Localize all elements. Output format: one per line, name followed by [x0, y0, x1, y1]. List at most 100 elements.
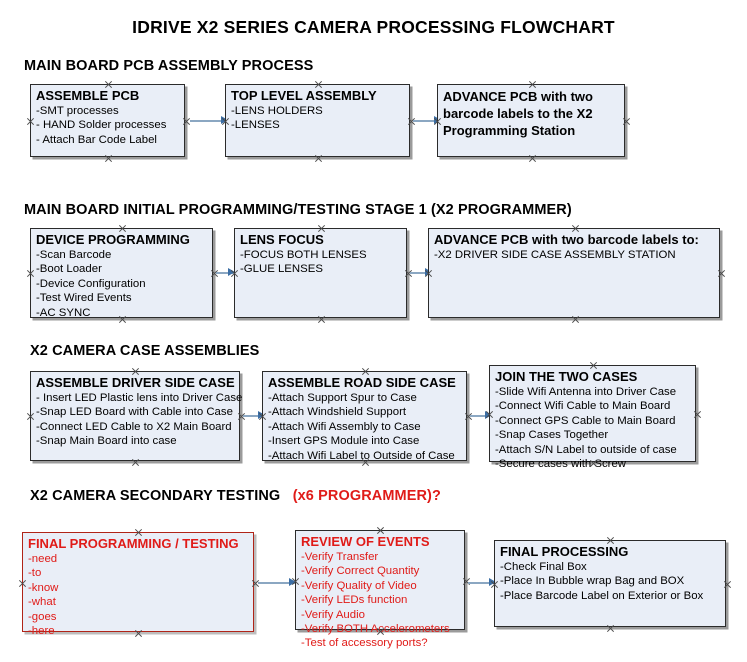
- node-title: ADVANCE PCB with two barcode labels to:: [434, 232, 699, 247]
- node-title: REVIEW OF EVENTS: [301, 534, 430, 549]
- list-item: -Snap Cases Together: [495, 429, 609, 442]
- node-title: ASSEMBLE ROAD SIDE CASE: [268, 375, 456, 390]
- connector-handle-bottom[interactable]: [131, 458, 140, 467]
- node-assemble-pcb[interactable]: ASSEMBLE PCB -SMT processes - HAND Solde…: [30, 84, 185, 157]
- arrow-shaft: [410, 272, 432, 274]
- node-title: FINAL PROCESSING: [500, 544, 629, 559]
- connector-handle-right[interactable]: [717, 269, 726, 278]
- list-item: -Test Wired Events: [36, 292, 132, 305]
- node-item-list: -SMT processes - HAND Solder processes -…: [36, 104, 180, 147]
- node-assemble-road-side-case[interactable]: ASSEMBLE ROAD SIDE CASE -Attach Support …: [262, 371, 467, 463]
- node-item-list: -LENS HOLDERS -LENSES: [231, 104, 405, 133]
- list-item-overflow: -Test of accessory ports?: [301, 637, 428, 650]
- section-heading-2: MAIN BOARD INITIAL PROGRAMMING/TESTING S…: [24, 202, 572, 218]
- section-heading-4-text: X2 CAMERA SECONDARY TESTING: [30, 488, 281, 504]
- arrow-head: [221, 116, 228, 124]
- connector-handle-left[interactable]: [26, 269, 35, 278]
- list-item: -Verify Quality of Video: [301, 579, 417, 592]
- list-item: -Scan Barcode: [36, 249, 112, 261]
- list-item: -to: [28, 567, 42, 580]
- node-final-processing[interactable]: FINAL PROCESSING -Check Final Box -Place…: [494, 540, 726, 627]
- connector-handle-right[interactable]: [723, 580, 732, 589]
- list-item: -Attach Wifi Label to Outside of Case: [268, 449, 455, 462]
- list-item: -Verify Transfer: [301, 551, 379, 563]
- list-item: -LENS HOLDERS: [231, 105, 323, 117]
- connector-handle-bottom[interactable]: [528, 154, 537, 163]
- list-item: -Connect GPS Cable to Main Board: [495, 414, 676, 427]
- node-item-list: -Check Final Box -Place In Bubble wrap B…: [500, 560, 721, 603]
- list-item: -Verify Audio: [301, 608, 365, 621]
- list-item: -Connect Wifi Cable to Main Board: [495, 400, 671, 413]
- node-top-level-assembly[interactable]: TOP LEVEL ASSEMBLY -LENS HOLDERS -LENSES: [225, 84, 410, 157]
- list-item: -what: [28, 596, 56, 609]
- list-item: -Attach Wifi Assembly to Case: [268, 420, 421, 433]
- node-title: LENS FOCUS: [240, 232, 324, 247]
- arrow-final-programming-to-review: [258, 578, 296, 587]
- list-item: -need: [28, 553, 58, 565]
- node-review-of-events[interactable]: REVIEW OF EVENTS -Verify Transfer -Verif…: [295, 530, 465, 649]
- list-item: -FOCUS BOTH LENSES: [240, 249, 367, 261]
- list-item: -LENSES: [231, 119, 280, 132]
- list-item: - Attach Bar Code Label: [36, 133, 157, 146]
- node-title: JOIN THE TWO CASES: [495, 369, 638, 384]
- section-heading-3: X2 CAMERA CASE ASSEMBLIES: [30, 343, 259, 359]
- list-item: - HAND Solder processes: [36, 119, 167, 132]
- node-final-programming-testing[interactable]: FINAL PROGRAMMING / TESTING -need -to -k…: [22, 532, 254, 637]
- arrow-shaft: [468, 582, 496, 584]
- arrow-shaft: [470, 415, 492, 417]
- arrow-head: [228, 268, 235, 276]
- list-item: -Place Barcode Label on Exterior or Box: [500, 589, 704, 602]
- node-device-programming[interactable]: DEVICE PROGRAMMING -Scan Barcode -Boot L…: [30, 228, 213, 320]
- node-title: DEVICE PROGRAMMING: [36, 232, 190, 247]
- connector-handle-bottom[interactable]: [606, 624, 615, 633]
- list-item: -Verify Correct Quantity: [301, 565, 420, 578]
- list-item: -Check Final Box: [500, 561, 587, 573]
- arrow-head: [489, 578, 496, 586]
- node-item-list: -Attach Support Spur to Case -Attach Win…: [268, 391, 462, 463]
- list-item: -goes: [28, 610, 57, 623]
- arrow-road-side-to-join: [470, 411, 492, 420]
- list-item: -X2 DRIVER SIDE CASE ASSEMBLY STATION: [434, 249, 676, 261]
- list-item: -AC SYNC: [36, 306, 91, 319]
- connector-handle-bottom[interactable]: [571, 315, 580, 324]
- list-item: -Verify LEDs function: [301, 594, 408, 607]
- connector-handle-left[interactable]: [18, 579, 27, 588]
- arrow-shaft: [216, 272, 235, 274]
- node-assemble-driver-side-case[interactable]: ASSEMBLE DRIVER SIDE CASE - Insert LED P…: [30, 371, 242, 461]
- arrow-head: [485, 411, 492, 419]
- node-item-list: -Verify Transfer -Verify Correct Quantit…: [301, 550, 460, 651]
- node-item-list: -need -to -know -what -goes -here: [28, 552, 249, 638]
- section-heading-4: X2 CAMERA SECONDARY TESTING (x6 PROGRAMM…: [30, 488, 441, 504]
- section-heading-1: MAIN BOARD PCB ASSEMBLY PROCESS: [24, 58, 313, 74]
- node-lens-focus[interactable]: LENS FOCUS -FOCUS BOTH LENSES -GLUE LENS…: [234, 228, 407, 318]
- node-title: ADVANCE PCB with two barcode labels to t…: [443, 89, 593, 138]
- connector-handle-right[interactable]: [693, 410, 702, 419]
- list-item: -Insert GPS Module into Case: [268, 435, 420, 448]
- list-item: -Snap Main Board into case: [36, 435, 177, 448]
- arrow-shaft: [190, 120, 228, 122]
- connector-handle-bottom[interactable]: [314, 154, 323, 163]
- arrow-shaft: [243, 415, 265, 417]
- arrow-pcb-to-top-level: [190, 116, 228, 125]
- node-item-list: - Insert LED Plastic lens into Driver Ca…: [36, 391, 242, 449]
- list-item: -Secure cases with Screw: [495, 458, 627, 471]
- connector-handle-right[interactable]: [622, 117, 631, 126]
- node-item-list: -Scan Barcode -Boot Loader -Device Confi…: [36, 248, 208, 320]
- list-item: -Place In Bubble wrap Bag and BOX: [500, 575, 685, 588]
- connector-handle-bottom[interactable]: [317, 315, 326, 324]
- section-heading-4-annotation: (x6 PROGRAMMER)?: [292, 488, 441, 504]
- connector-handle-left[interactable]: [26, 117, 35, 126]
- node-join-the-two-cases[interactable]: JOIN THE TWO CASES -Slide Wifi Antenna i…: [489, 365, 696, 470]
- node-advance-pcb-programming-station[interactable]: ADVANCE PCB with two barcode labels to t…: [437, 84, 625, 157]
- arrow-driver-to-road-side: [243, 411, 265, 420]
- connector-handle-bottom[interactable]: [104, 154, 113, 163]
- node-advance-pcb-case-assembly[interactable]: ADVANCE PCB with two barcode labels to: …: [428, 228, 720, 318]
- arrow-device-to-lens-focus: [216, 268, 235, 277]
- node-title: FINAL PROGRAMMING / TESTING: [28, 536, 239, 551]
- node-title: ASSEMBLE PCB: [36, 88, 140, 103]
- document-title: IDRIVE X2 SERIES CAMERA PROCESSING FLOWC…: [132, 17, 615, 37]
- connector-handle-left[interactable]: [26, 412, 35, 421]
- list-item: -here: [28, 625, 55, 638]
- list-item: -Attach Windshield Support: [268, 406, 407, 419]
